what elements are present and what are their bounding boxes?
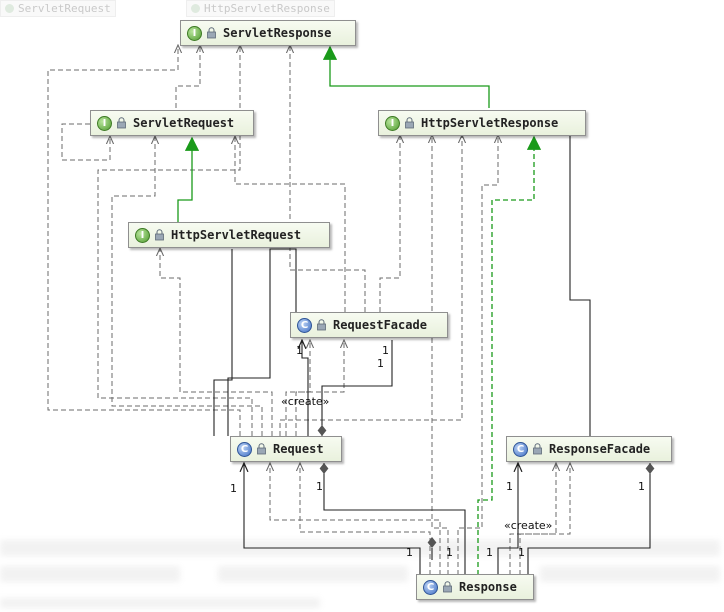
assoc-facade-composition-b [527, 463, 655, 575]
lock-icon [117, 117, 126, 129]
class-icon: C [513, 441, 528, 457]
dep-facade-to-servletrequest [235, 136, 346, 312]
inherit-response-to-httpresponse [477, 135, 542, 575]
class-node-servletresponse[interactable]: I ServletResponse [180, 20, 356, 46]
multiplicity-label: 1 [316, 480, 323, 493]
dep-left-loop-to-servletresponse [47, 45, 241, 436]
class-name: RequestFacade [333, 318, 427, 332]
interface-icon: I [187, 25, 202, 41]
dep-request-to-httpservletresponse-1 [279, 135, 462, 436]
dep-response-to-request-b [300, 463, 431, 575]
multiplicity-label: 1 [382, 344, 389, 357]
dep-response-to-httpservletresponse-b [457, 135, 498, 575]
dep-facade-to-servletresponse [290, 45, 366, 312]
dep-servletrequest-self [61, 123, 110, 161]
background-blur [0, 598, 320, 608]
class-node-httpservletrequest[interactable]: I HttpServletRequest [128, 222, 330, 248]
dep-servletrequest-to-servletresponse [175, 45, 200, 108]
lock-icon [405, 117, 414, 129]
multiplicity-label: 1 [486, 546, 493, 559]
class-name: Request [273, 442, 324, 456]
dep-request-to-servletrequest [111, 136, 263, 436]
dep-response-create-facade-a [509, 463, 556, 575]
background-blur [218, 566, 408, 582]
dep-response-to-request-a [270, 463, 441, 575]
class-node-response[interactable]: C Response [416, 574, 534, 600]
class-name: Response [459, 580, 517, 594]
lock-icon [533, 443, 542, 455]
assoc-request-to-facade [227, 248, 297, 436]
class-name: ServletRequest [133, 116, 235, 130]
class-node-requestfacade[interactable]: C RequestFacade [290, 312, 448, 338]
assoc-response-to-facade [497, 463, 518, 575]
inherit-httprequest-to-servletrequest [177, 136, 200, 222]
multiplicity-label: 1 [296, 344, 303, 357]
multiplicity-label: 1 [230, 482, 237, 495]
dep-request-to-servletresponse [97, 45, 253, 436]
class-node-request[interactable]: C Request [230, 436, 342, 462]
background-class-servletrequest: ServletRequest [0, 0, 116, 17]
multiplicity-label: 1 [446, 546, 453, 559]
background-blur [0, 566, 180, 582]
class-name: HttpServletRequest [171, 228, 302, 242]
dependency-lines [47, 45, 570, 575]
dep-request-create-facade-b [295, 340, 344, 436]
class-name: HttpServletResponse [421, 116, 559, 130]
interface-icon [5, 4, 14, 13]
class-name: ServletResponse [223, 26, 332, 40]
dep-facade-to-httpservletresponse [379, 135, 400, 312]
assoc-httpresponse-to-facade [569, 135, 591, 436]
background-class-label: HttpServletResponse [204, 2, 330, 15]
dep-response-to-httpservletresponse-a [432, 135, 449, 575]
dep-request-create-facade-a [285, 340, 310, 436]
interface-icon: I [97, 115, 112, 131]
inherit-httpresponse-to-servletresponse [322, 45, 490, 108]
assoc-response-to-request [244, 463, 421, 575]
background-blur [540, 566, 720, 582]
class-icon: C [297, 317, 312, 333]
interface-icon: I [135, 227, 150, 243]
lock-icon [155, 229, 164, 241]
assoc-facade-to-request [302, 340, 309, 436]
create-stereotype-label: «create» [281, 395, 330, 408]
background-class-label: ServletRequest [18, 2, 111, 15]
interface-icon: I [385, 115, 400, 131]
multiplicity-label: 1 [518, 546, 525, 559]
lock-icon [207, 27, 216, 39]
multiplicity-label: 1 [506, 480, 513, 493]
assoc-facade-composition [317, 340, 393, 436]
multiplicity-label: 1 [406, 546, 413, 559]
assoc-request-composition [319, 463, 466, 575]
multiplicity-label: 1 [377, 357, 384, 370]
lock-icon [317, 319, 326, 331]
class-icon: C [423, 579, 438, 595]
class-node-responsefacade[interactable]: C ResponseFacade [506, 436, 672, 462]
assoc-request-to-httpservletrequest [213, 249, 233, 436]
association-lines [213, 135, 655, 575]
multiplicity-label: 1 [638, 480, 645, 493]
class-node-servletrequest[interactable]: I ServletRequest [90, 110, 254, 136]
inheritance-lines [177, 45, 542, 575]
dep-request-to-httpservletrequest [160, 248, 273, 436]
class-icon: C [237, 441, 252, 457]
create-stereotype-label: «create» [504, 519, 553, 532]
class-node-httpservletresponse[interactable]: I HttpServletResponse [378, 110, 586, 136]
class-name: ResponseFacade [549, 442, 651, 456]
dep-response-create-facade-b [519, 463, 570, 575]
lock-icon [443, 581, 452, 593]
background-class-httpservletresponse: HttpServletResponse [186, 0, 335, 17]
interface-icon [191, 4, 200, 13]
lock-icon [257, 443, 266, 455]
